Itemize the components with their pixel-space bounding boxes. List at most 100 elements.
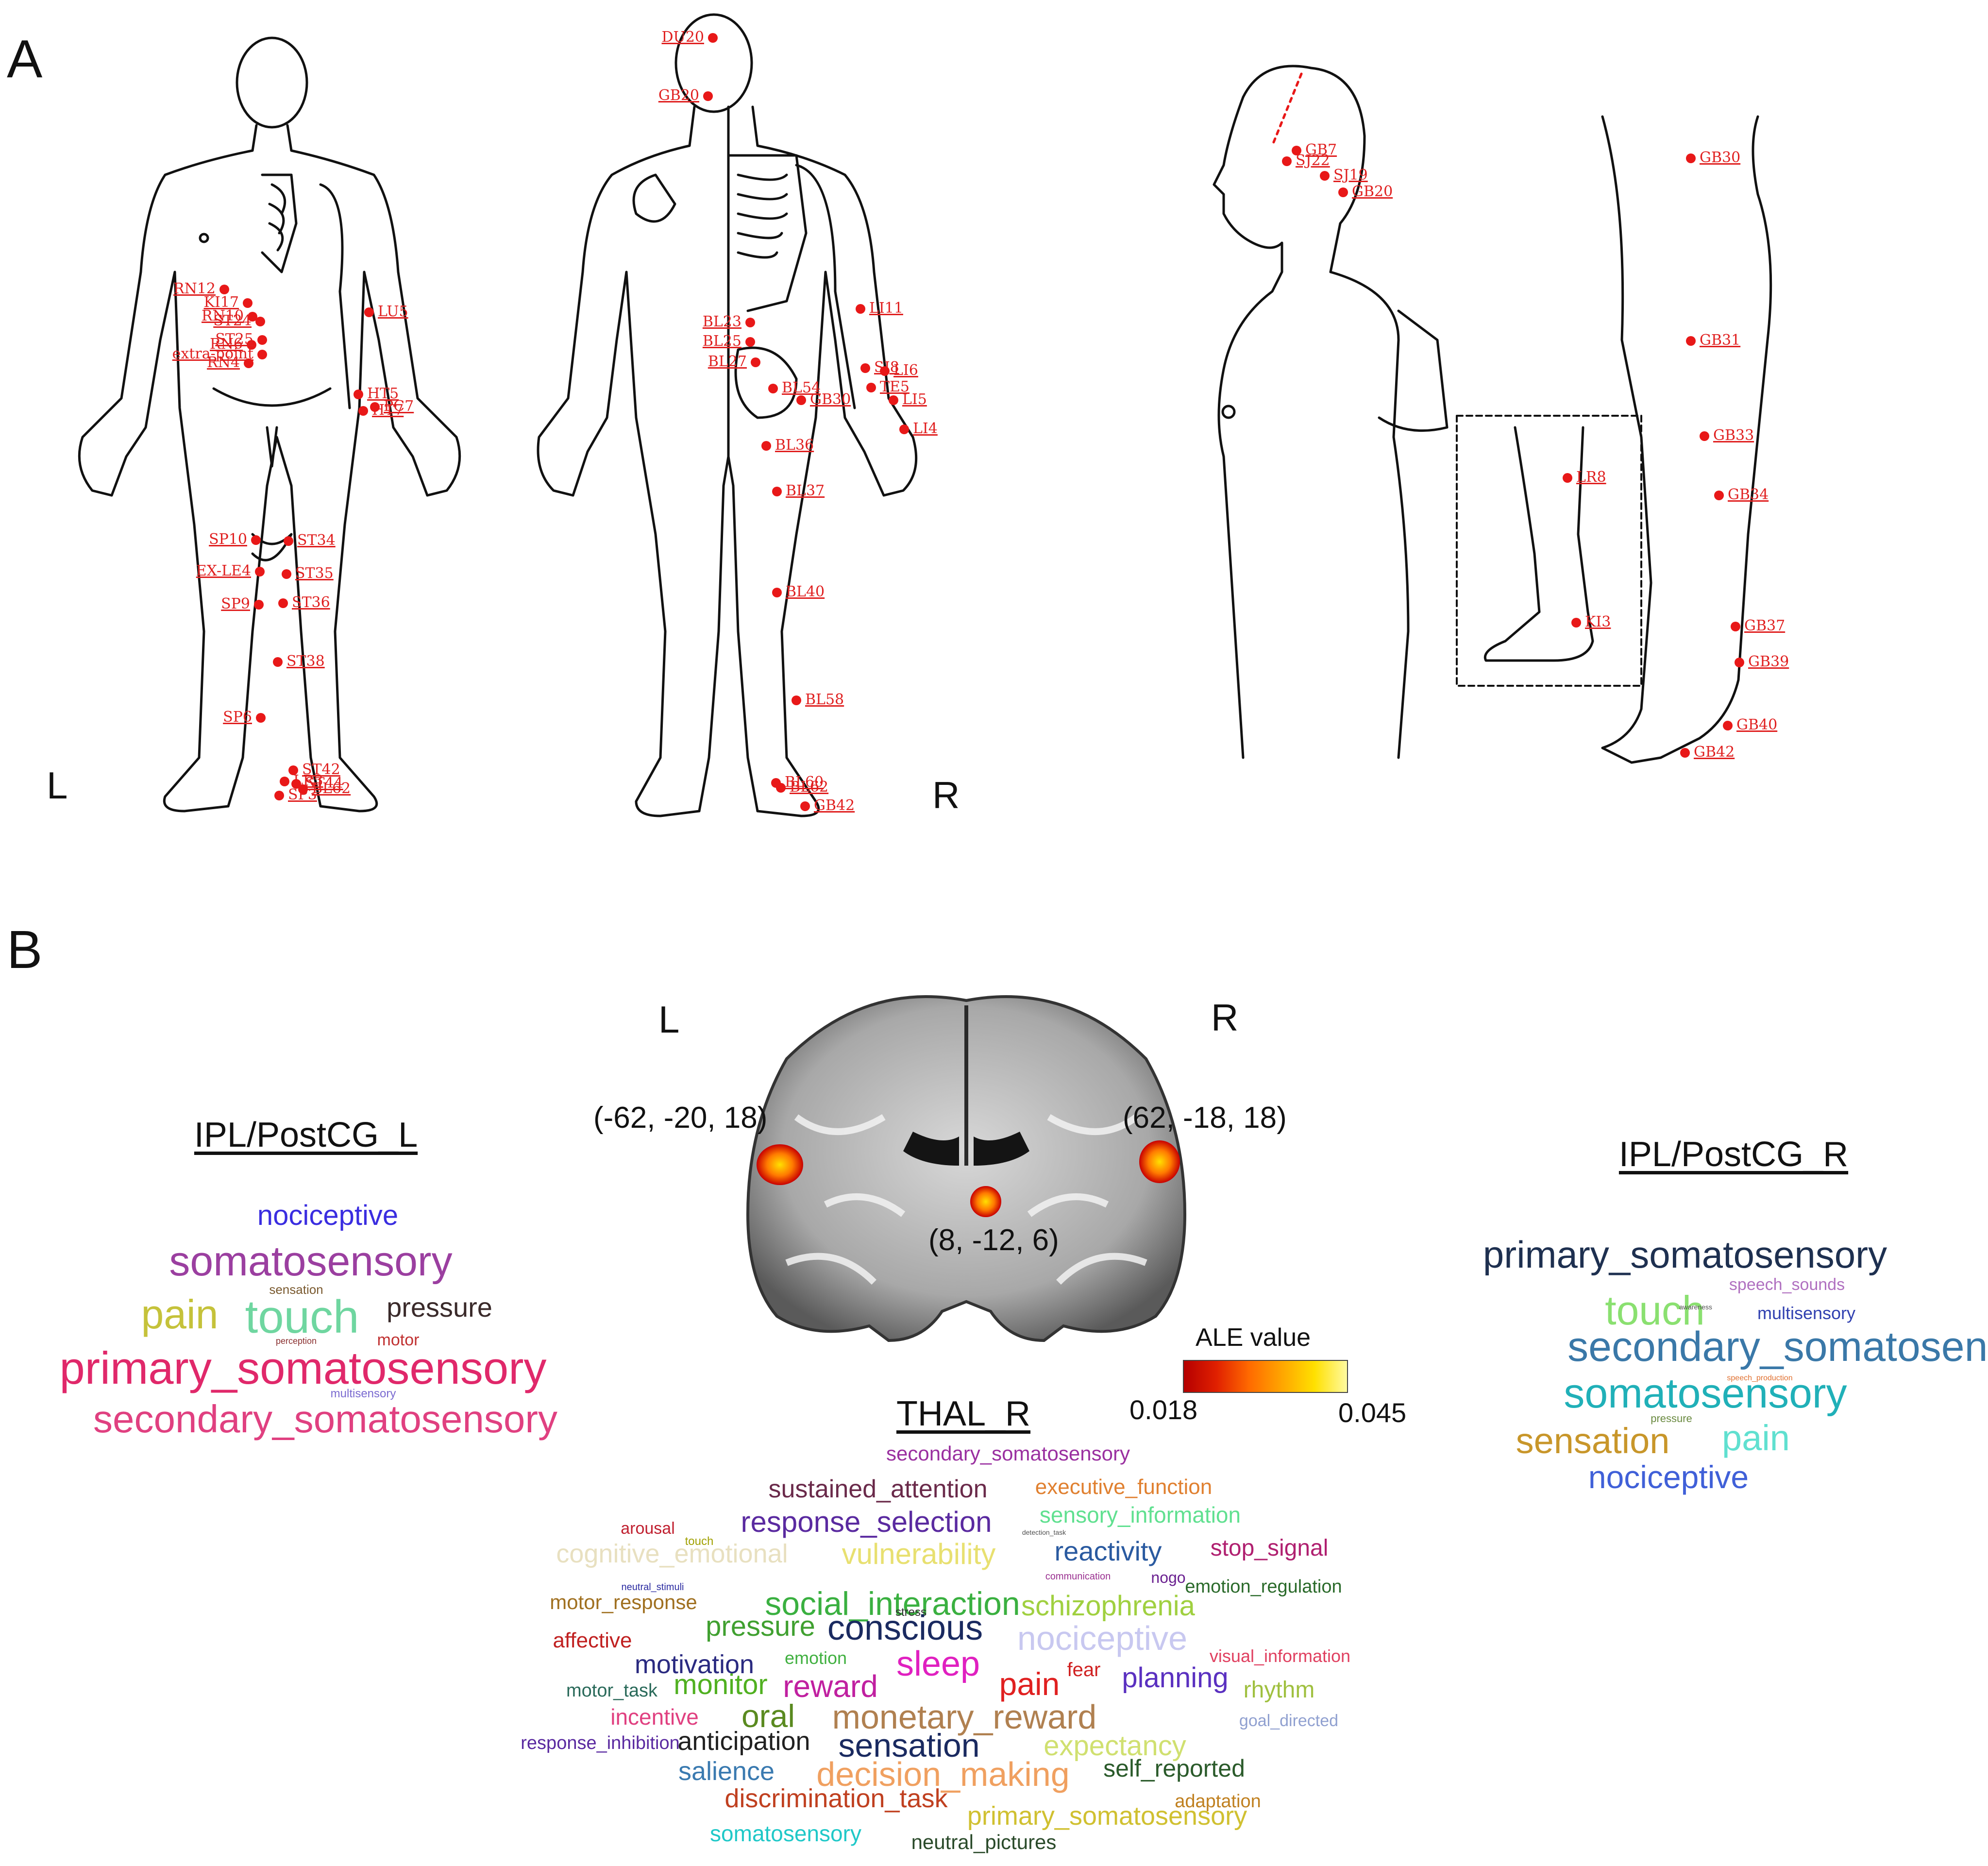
acupoint-dot	[244, 358, 253, 368]
word-cloud-term: response_inhibition	[521, 1733, 680, 1753]
acupoint-label: GB7	[1305, 141, 1337, 158]
acupoint-dot	[354, 390, 363, 399]
word-cloud-term: reward	[783, 1669, 878, 1704]
acupoint-dot	[256, 713, 266, 723]
word-cloud-term: touch	[1605, 1288, 1705, 1333]
acupoint-dot	[1686, 153, 1696, 163]
acupoint-dot	[1320, 171, 1330, 181]
acupoint-label: GB34	[1728, 486, 1769, 503]
acupoint-dot	[1686, 336, 1696, 346]
acupoint-label: GB39	[1748, 653, 1789, 670]
panel-b-left-label: L	[658, 998, 680, 1041]
legend-title: ALE value	[1196, 1323, 1311, 1352]
word-cloud-term: sensory_information	[1039, 1502, 1241, 1527]
word-cloud-term: self_reported	[1103, 1755, 1245, 1782]
word-cloud-term: emotion	[784, 1648, 847, 1668]
acupoint-label: BL37	[786, 482, 825, 499]
word-cloud-title: IPL/PostCG_R	[1618, 1135, 1849, 1174]
acupoint-dot	[708, 33, 718, 43]
coord-thalamus: (8, -12, 6)	[928, 1223, 1059, 1257]
word-cloud-term: adaptation	[1175, 1791, 1261, 1812]
word-cloud-term: speech_sounds	[1729, 1275, 1845, 1294]
word-cloud-term: primary_somatosensory	[967, 1801, 1247, 1831]
legend-min: 0.018	[1129, 1394, 1198, 1425]
word-cloud-term: neutral_stimuli	[621, 1582, 684, 1593]
word-cloud-term: cognitive_emotional	[556, 1539, 788, 1568]
word-cloud-term: detection_task	[1022, 1528, 1066, 1536]
word-cloud-term: incentive	[610, 1704, 699, 1730]
acupoint-dot	[745, 318, 755, 327]
acupoint-label: LI4	[913, 420, 938, 437]
acupoint-dot	[254, 600, 264, 610]
acupoint-dot	[247, 340, 256, 350]
word-cloud-term: motivation	[634, 1650, 755, 1679]
acupoint-dot	[257, 350, 267, 359]
legend-color-bar	[1183, 1360, 1348, 1393]
acupoint-dot	[1723, 721, 1733, 730]
word-cloud-term: monitor	[674, 1669, 768, 1700]
word-cloud-term: somatosensory	[710, 1821, 861, 1846]
word-cloud-term: discrimination_task	[724, 1784, 948, 1813]
acupoint-label: GB20	[658, 87, 699, 104]
word-cloud-title: THAL_R	[896, 1394, 1031, 1433]
acupoint-label: GB20	[1352, 183, 1393, 200]
word-cloud-term: affective	[553, 1629, 632, 1652]
acupoint-dot	[768, 384, 778, 393]
acupoint-label: SP9	[221, 595, 250, 612]
acupoint-label: KI17	[203, 294, 239, 311]
acupoint-dot	[880, 366, 890, 376]
acupoint-label: RN4	[207, 354, 240, 371]
acupoint-dot	[1731, 622, 1740, 631]
word-cloud-term: touch	[685, 1535, 714, 1548]
acupoint-dot	[1714, 491, 1724, 500]
word-cloud-term: stress	[895, 1606, 927, 1619]
word-cloud-term: sensation	[838, 1727, 980, 1764]
acupoint-label: ST35	[295, 565, 334, 582]
acupoint-label: LI5	[902, 391, 927, 408]
word-cloud-term: communication	[1045, 1571, 1111, 1582]
acupoint-label: GB30	[810, 391, 851, 408]
acupoint-dot	[796, 395, 806, 405]
acupoint-dot	[298, 784, 308, 794]
acupoint-dot	[889, 395, 898, 405]
acupoint-label: ST24	[213, 312, 252, 329]
word-cloud-term: pressure	[1651, 1412, 1692, 1425]
word-cloud-term: anticipation	[677, 1727, 810, 1756]
acupoint-dot	[866, 383, 876, 392]
word-cloud-term: response_selection	[741, 1506, 992, 1538]
acupoint-dot	[278, 598, 288, 608]
acupoint-label: LR8	[1576, 469, 1606, 486]
word-cloud-term: touch	[245, 1291, 359, 1343]
word-cloud-term: fear	[1067, 1659, 1101, 1680]
acupoint-dot	[219, 285, 229, 294]
acupoint-label: ST38	[286, 653, 325, 670]
acupoint-dot	[1571, 618, 1581, 628]
word-cloud-term: monetary_reward	[832, 1698, 1097, 1736]
word-cloud-term: pain	[999, 1666, 1060, 1702]
acupoint-label: BL54	[782, 379, 821, 396]
word-cloud-term: motor_task	[566, 1680, 657, 1701]
acupoint-dot	[358, 406, 368, 416]
word-cloud-term: sensation	[1516, 1421, 1670, 1461]
word-cloud-term: secondary_somatosensory	[886, 1442, 1130, 1465]
acupoint-dot	[761, 441, 771, 451]
acupoint-dot	[1338, 187, 1348, 197]
front-body-outline	[78, 36, 461, 813]
activation-left-ipl	[757, 1144, 803, 1185]
acupoint-dot	[1282, 156, 1292, 166]
word-cloud-term: schizophrenia	[1021, 1590, 1195, 1622]
acupoint-dot	[772, 487, 782, 496]
acupoint-dot	[282, 569, 291, 579]
panel-b-right-label: R	[1211, 996, 1239, 1039]
word-cloud-term: rhythm	[1243, 1677, 1315, 1703]
acupoint-dot	[1735, 658, 1744, 667]
acupoint-label: GB31	[1700, 332, 1741, 349]
acupoint-label: GB37	[1744, 617, 1786, 634]
acupoint-label: GB33	[1713, 427, 1754, 444]
acupoint-label: GB40	[1736, 716, 1778, 733]
word-cloud-term: somatosensory	[1564, 1370, 1847, 1417]
word-cloud-term: multisensory	[330, 1387, 396, 1400]
acupoint-label: BL25	[702, 333, 741, 350]
word-cloud-term: arousal	[621, 1519, 675, 1538]
